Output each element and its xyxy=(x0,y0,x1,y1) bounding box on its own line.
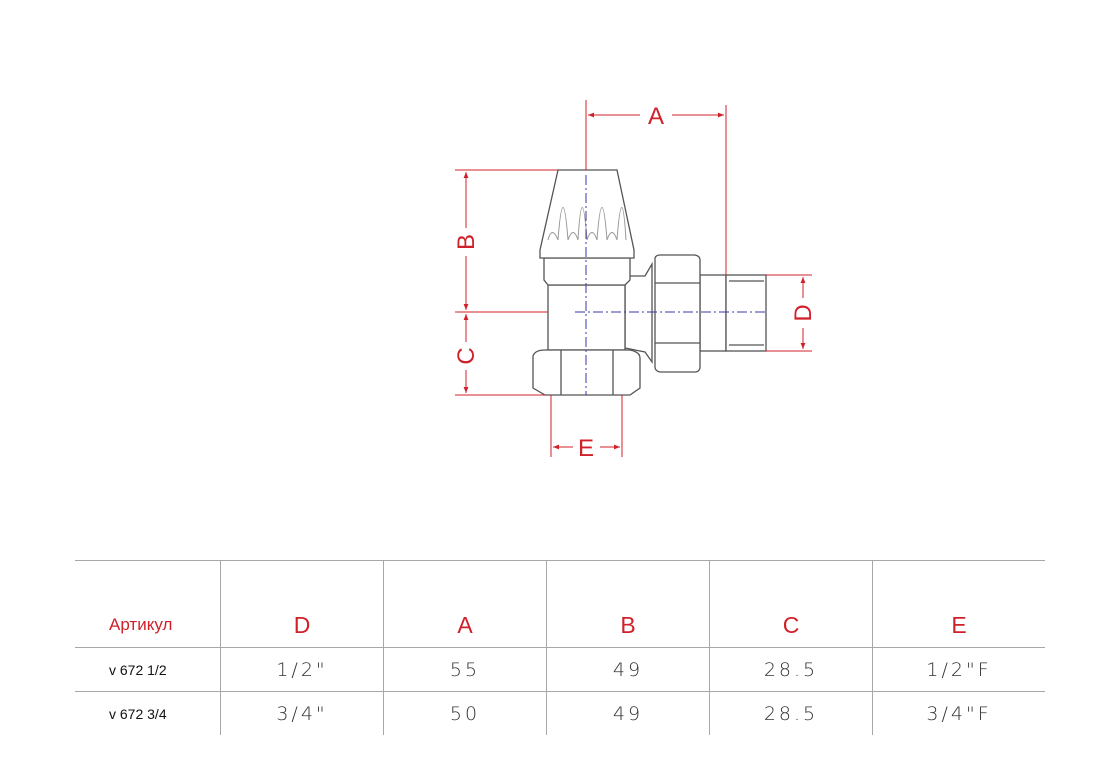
header-a: A xyxy=(383,560,547,648)
cell-a: 55 xyxy=(383,647,547,692)
cell-article: v 672 3/4 xyxy=(75,691,221,735)
cell-b: 49 xyxy=(546,691,710,735)
header-b: B xyxy=(546,560,710,648)
table-row: v 672 1/2 1/2" 55 49 28.5 1/2"F xyxy=(75,647,1045,692)
cell-c: 28.5 xyxy=(709,691,873,735)
cell-b: 49 xyxy=(546,647,710,692)
header-c: C xyxy=(709,560,873,648)
dimension-label-c: C xyxy=(453,347,480,364)
cell-d: 3/4" xyxy=(220,691,384,735)
table-header-row: Артикул D A B C E xyxy=(75,560,1045,648)
dimensions-table: Артикул D A B C E v 672 1/2 1/2" 55 49 2… xyxy=(75,560,1045,735)
header-article: Артикул xyxy=(75,560,221,648)
dimension-label-a: A xyxy=(648,103,664,130)
header-e: E xyxy=(872,560,1045,648)
dimension-label-e: E xyxy=(578,435,594,462)
cell-e: 1/2"F xyxy=(872,647,1045,692)
table-row: v 672 3/4 3/4" 50 49 28.5 3/4"F xyxy=(75,691,1045,735)
dimension-label-b: B xyxy=(453,234,480,250)
centerlines xyxy=(575,175,765,395)
cell-e: 3/4"F xyxy=(872,691,1045,735)
cell-a: 50 xyxy=(383,691,547,735)
header-d: D xyxy=(220,560,384,648)
cell-article: v 672 1/2 xyxy=(75,647,221,692)
dimension-lines xyxy=(455,100,812,457)
valve-outline xyxy=(532,169,767,396)
cell-c: 28.5 xyxy=(709,647,873,692)
cell-d: 1/2" xyxy=(220,647,384,692)
dimension-label-d: D xyxy=(790,304,817,321)
